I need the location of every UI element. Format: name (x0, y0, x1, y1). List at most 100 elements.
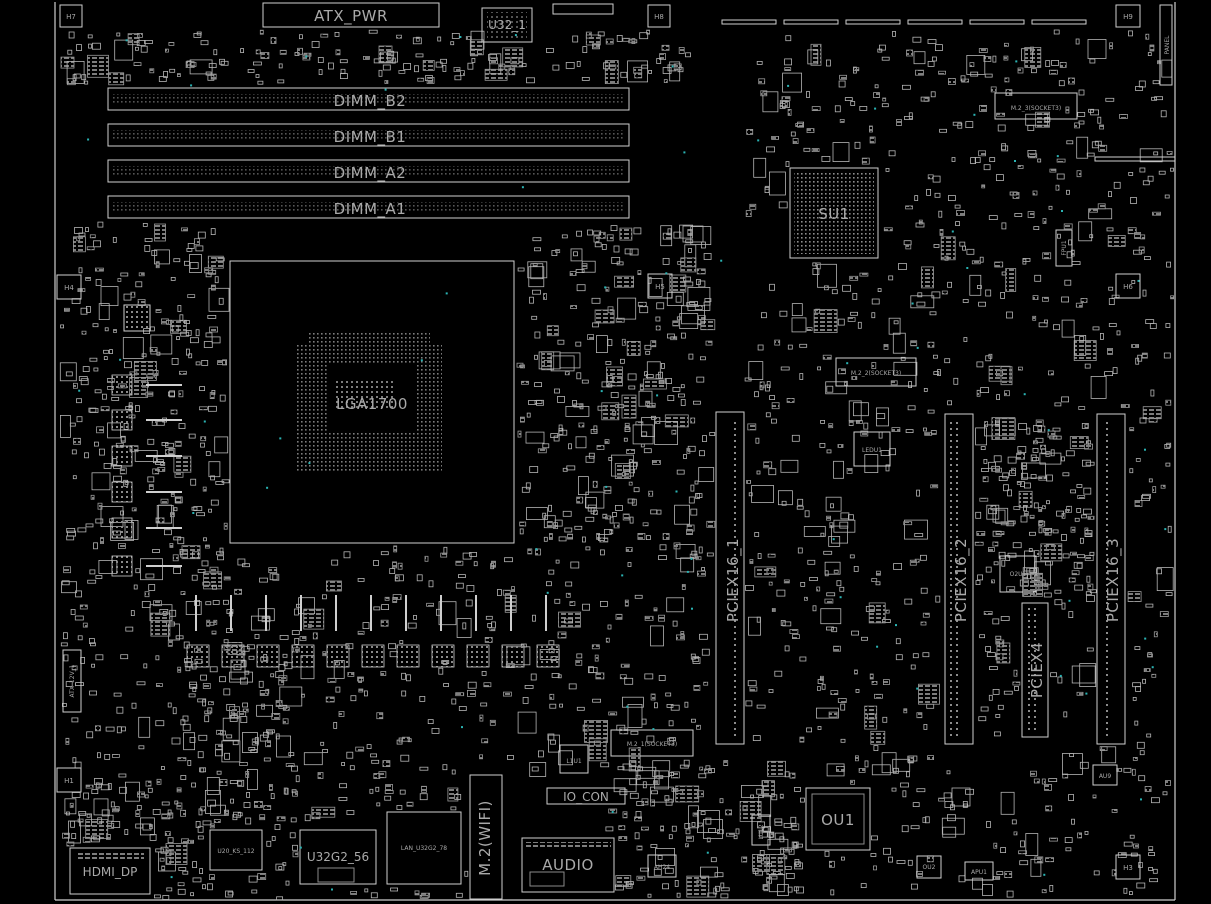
smd-component (335, 49, 341, 56)
smd-component (720, 887, 730, 892)
smd-component (1149, 323, 1157, 329)
smd-component (739, 801, 762, 822)
smd-component (611, 454, 634, 477)
smd-component (1050, 449, 1055, 457)
smd-component (883, 679, 890, 685)
smd-component (659, 53, 666, 60)
smd-component (202, 820, 212, 826)
chip-l1u1: L1U1 (559, 744, 589, 774)
test-point (384, 88, 387, 91)
smd-component (152, 369, 159, 376)
smd-component (568, 443, 572, 450)
smd-component (1063, 223, 1073, 230)
smd-component (916, 489, 920, 497)
smd-component (210, 228, 216, 236)
smd-component (621, 338, 626, 346)
smd-component (581, 379, 589, 384)
smd-component (753, 157, 767, 178)
smd-component (164, 449, 174, 456)
smd-component (150, 612, 171, 637)
smd-component (1104, 371, 1113, 377)
svg-text:H7: H7 (66, 13, 76, 21)
smd-component (1133, 843, 1139, 849)
smd-component (844, 97, 853, 101)
smd-component (1016, 480, 1022, 485)
smd-component (481, 738, 489, 744)
smd-component (757, 821, 765, 829)
smd-component (780, 366, 790, 371)
smd-component (993, 561, 999, 566)
smd-component (322, 651, 327, 657)
smd-component (902, 84, 911, 90)
smd-component (212, 584, 217, 590)
vrm-mosfet (256, 644, 280, 668)
smd-component (204, 715, 210, 723)
smd-component (122, 337, 144, 359)
smd-component (810, 43, 822, 66)
smd-component (547, 733, 555, 741)
smd-component (1041, 889, 1047, 894)
smd-component (384, 596, 390, 601)
smd-component (1068, 794, 1074, 801)
smd-component (1128, 30, 1133, 37)
smd-component (1016, 452, 1025, 460)
smd-component (1165, 399, 1172, 406)
smd-component (66, 528, 76, 533)
svg-text:PCIEX4: PCIEX4 (1028, 642, 1046, 698)
smd-component (1012, 681, 1021, 686)
smd-component (619, 789, 628, 796)
smd-component (927, 174, 934, 180)
smd-component (1031, 68, 1037, 74)
smd-component (618, 825, 626, 831)
smd-component (686, 447, 691, 454)
smd-component (575, 341, 582, 347)
smd-component (370, 753, 378, 758)
smd-component (677, 260, 682, 265)
smd-component (555, 559, 560, 564)
smd-component (787, 344, 793, 350)
smd-component (871, 764, 891, 776)
smd-component (243, 802, 251, 808)
pcie-slot-x4: PCIEX4 (1021, 602, 1049, 738)
smd-component (197, 835, 204, 840)
smd-component (148, 584, 156, 591)
smd-component (1144, 786, 1152, 792)
smd-component (699, 633, 708, 640)
smd-component (1046, 474, 1053, 482)
smd-component (796, 505, 804, 510)
mounting-hole-h1: H1 (56, 767, 82, 793)
smd-component (1048, 205, 1053, 210)
smd-component (490, 563, 495, 570)
smd-component (219, 394, 226, 402)
smd-component (888, 275, 894, 281)
smd-component (885, 464, 890, 472)
smd-component (840, 738, 846, 743)
smd-component (659, 544, 667, 551)
smd-component (744, 377, 752, 382)
smd-component (671, 429, 677, 435)
smd-component (681, 584, 686, 590)
smd-component (983, 458, 988, 464)
m2-socket-1: M.2_1(SOCKET3) (610, 729, 694, 757)
smd-component (927, 39, 937, 44)
smd-component (1029, 514, 1035, 519)
smd-component (797, 843, 803, 848)
smd-component (237, 711, 247, 717)
smd-component (207, 799, 217, 807)
smd-component (136, 40, 146, 46)
smd-component (265, 729, 275, 734)
smd-component (517, 430, 522, 438)
smd-component (103, 349, 109, 354)
test-point (665, 272, 668, 275)
smd-component (780, 459, 799, 473)
smd-component (768, 689, 774, 693)
smd-component (426, 602, 435, 607)
smd-component (754, 532, 760, 537)
smd-component (951, 787, 971, 807)
smd-component (376, 712, 384, 720)
smd-component (268, 784, 273, 791)
smd-component (177, 757, 187, 762)
smd-component (869, 136, 876, 144)
smd-component (161, 813, 171, 820)
smd-component (870, 730, 886, 745)
